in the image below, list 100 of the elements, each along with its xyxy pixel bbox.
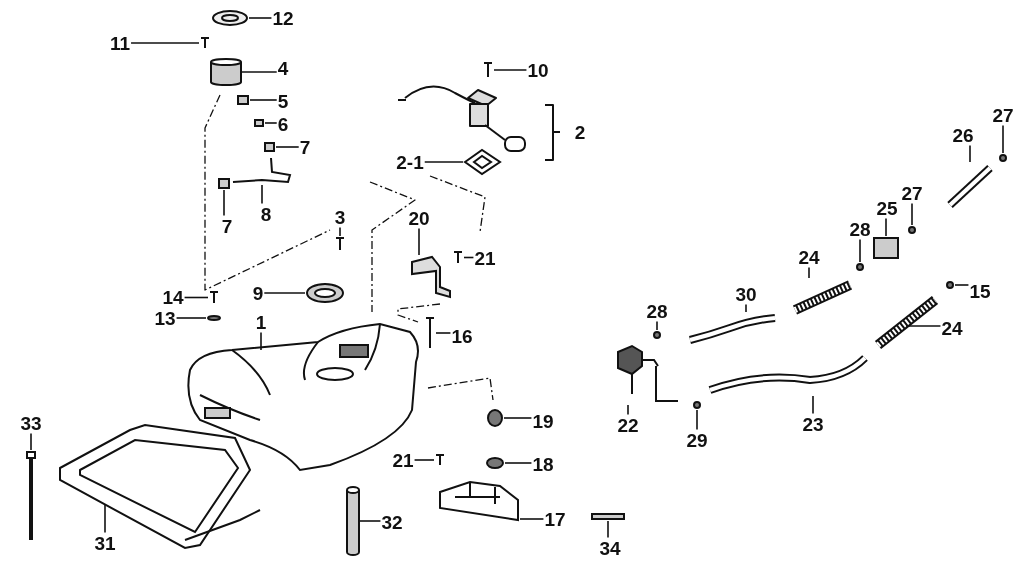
callout-number: 29 <box>685 429 709 451</box>
callout-number: 12 <box>271 7 295 29</box>
bracket-drawing <box>438 480 520 522</box>
leader-line <box>503 417 533 419</box>
leader-line <box>241 71 278 73</box>
leader-line <box>463 256 475 259</box>
gasket-drawing <box>463 148 502 176</box>
leader-line <box>423 161 464 163</box>
callout-number: 9 <box>251 282 265 304</box>
callout-number: 10 <box>526 59 550 81</box>
callout-number: 19 <box>531 410 555 432</box>
leader-line <box>359 520 382 522</box>
screw-drawing <box>424 316 436 350</box>
callout-number: 34 <box>598 537 622 559</box>
screw-drawing <box>199 36 211 50</box>
leader-line <box>275 146 300 148</box>
small-ring-drawing <box>907 225 917 235</box>
clip-drawing <box>253 118 265 128</box>
small-ring-drawing <box>998 153 1008 163</box>
callout-number: 18 <box>531 453 555 475</box>
leader-line <box>607 520 609 539</box>
leader-line <box>130 42 200 44</box>
small-ring-drawing <box>855 262 865 272</box>
leader-line <box>812 395 814 415</box>
leader-line <box>493 69 528 71</box>
leader-line <box>339 226 341 237</box>
callout-number: 8 <box>259 203 273 225</box>
leader-line <box>261 184 263 205</box>
clip-drawing <box>263 141 276 153</box>
callout-number: 26 <box>951 124 975 146</box>
callout-number: 2 <box>573 121 587 143</box>
leader-line <box>175 317 207 319</box>
filter-drawing <box>872 236 900 260</box>
leader-line <box>249 99 278 101</box>
leader-line <box>519 518 545 520</box>
callout-number: 32 <box>380 511 404 533</box>
cap-drawing <box>210 58 242 86</box>
leader-line <box>859 238 861 263</box>
screw-drawing <box>434 453 446 467</box>
callout-number: 6 <box>276 113 290 135</box>
tray-drawing <box>58 423 262 550</box>
callout-number: 3 <box>333 206 347 228</box>
leader-line <box>656 320 658 331</box>
callout-number: 20 <box>407 207 431 229</box>
clip-drawing <box>236 94 250 106</box>
grommet-drawing <box>486 408 504 428</box>
leader-line <box>885 217 887 237</box>
small-ring-drawing <box>945 280 955 290</box>
leader-line <box>911 202 913 226</box>
screw-drawing <box>334 236 346 252</box>
bracket-drawing <box>410 255 452 300</box>
screw-drawing <box>452 250 464 265</box>
leader-line <box>435 332 452 334</box>
callout-number: 25 <box>875 197 899 219</box>
callout-number: 21 <box>473 247 497 269</box>
leader-line <box>745 303 747 313</box>
clip-drawing <box>590 512 626 521</box>
callout-number: 2-1 <box>395 151 425 173</box>
leader-line <box>30 432 32 451</box>
callout-number: 24 <box>940 317 964 339</box>
callout-number: 5 <box>276 90 290 112</box>
leader-line <box>627 404 629 416</box>
callout-number: 1 <box>254 311 268 333</box>
ring-drawing <box>211 9 249 27</box>
callout-number: 24 <box>797 246 821 268</box>
callout-number: 22 <box>616 414 640 436</box>
callout-number: 17 <box>543 508 567 530</box>
callout-number: 15 <box>968 280 992 302</box>
callout-number: 33 <box>19 412 43 434</box>
callout-number: 27 <box>991 104 1015 126</box>
callout-number: 28 <box>645 300 669 322</box>
callout-number: 4 <box>276 57 290 79</box>
leader-line <box>260 331 262 351</box>
leader-line <box>1002 124 1004 154</box>
callout-number: 27 <box>900 182 924 204</box>
leader-line <box>418 227 420 256</box>
leader-line <box>183 296 209 299</box>
leader-line <box>954 284 970 286</box>
leader-line <box>264 122 278 124</box>
callout-number: 23 <box>801 413 825 435</box>
leader-line <box>969 144 971 163</box>
clip-drawing <box>217 177 231 190</box>
callout-number: 13 <box>153 307 177 329</box>
callout-number: 16 <box>450 325 474 347</box>
leader-line <box>696 409 698 431</box>
leader-line <box>413 459 435 461</box>
callout-number: 7 <box>298 136 312 158</box>
screw-drawing <box>482 61 494 79</box>
leader-line <box>223 189 225 217</box>
pump-drawing <box>615 343 681 405</box>
washer-drawing <box>485 456 505 470</box>
ring-drawing <box>305 282 345 304</box>
strap-drawing <box>25 450 37 542</box>
rod-drawing <box>346 486 360 556</box>
callout-number: 7 <box>220 215 234 237</box>
leader-line <box>263 292 306 294</box>
leader-line <box>504 462 533 464</box>
leader-line <box>248 17 273 19</box>
screw-drawing <box>208 290 220 305</box>
callout-number: 21 <box>391 449 415 471</box>
